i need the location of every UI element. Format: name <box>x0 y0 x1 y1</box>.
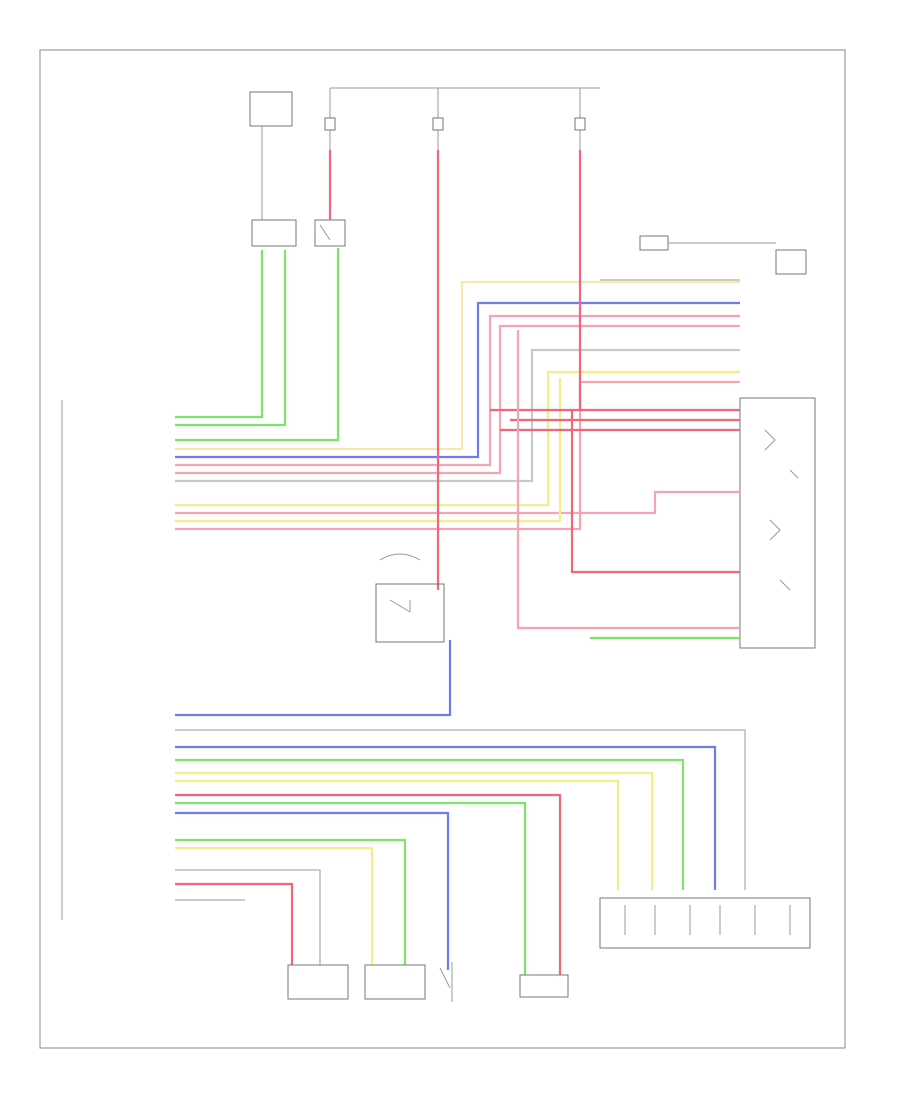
transmission-range-sensor-block <box>739 397 816 649</box>
power-wires <box>328 150 740 640</box>
lower-harness-wires <box>175 729 746 975</box>
lower-components <box>287 897 811 1002</box>
instrument-cluster-block <box>600 235 807 281</box>
upper-harness-wires <box>175 248 740 531</box>
power-supply-block <box>249 87 600 220</box>
shift-relay-block <box>175 553 452 717</box>
diagram-frame <box>39 49 846 1049</box>
brake-switch-block <box>251 219 346 247</box>
